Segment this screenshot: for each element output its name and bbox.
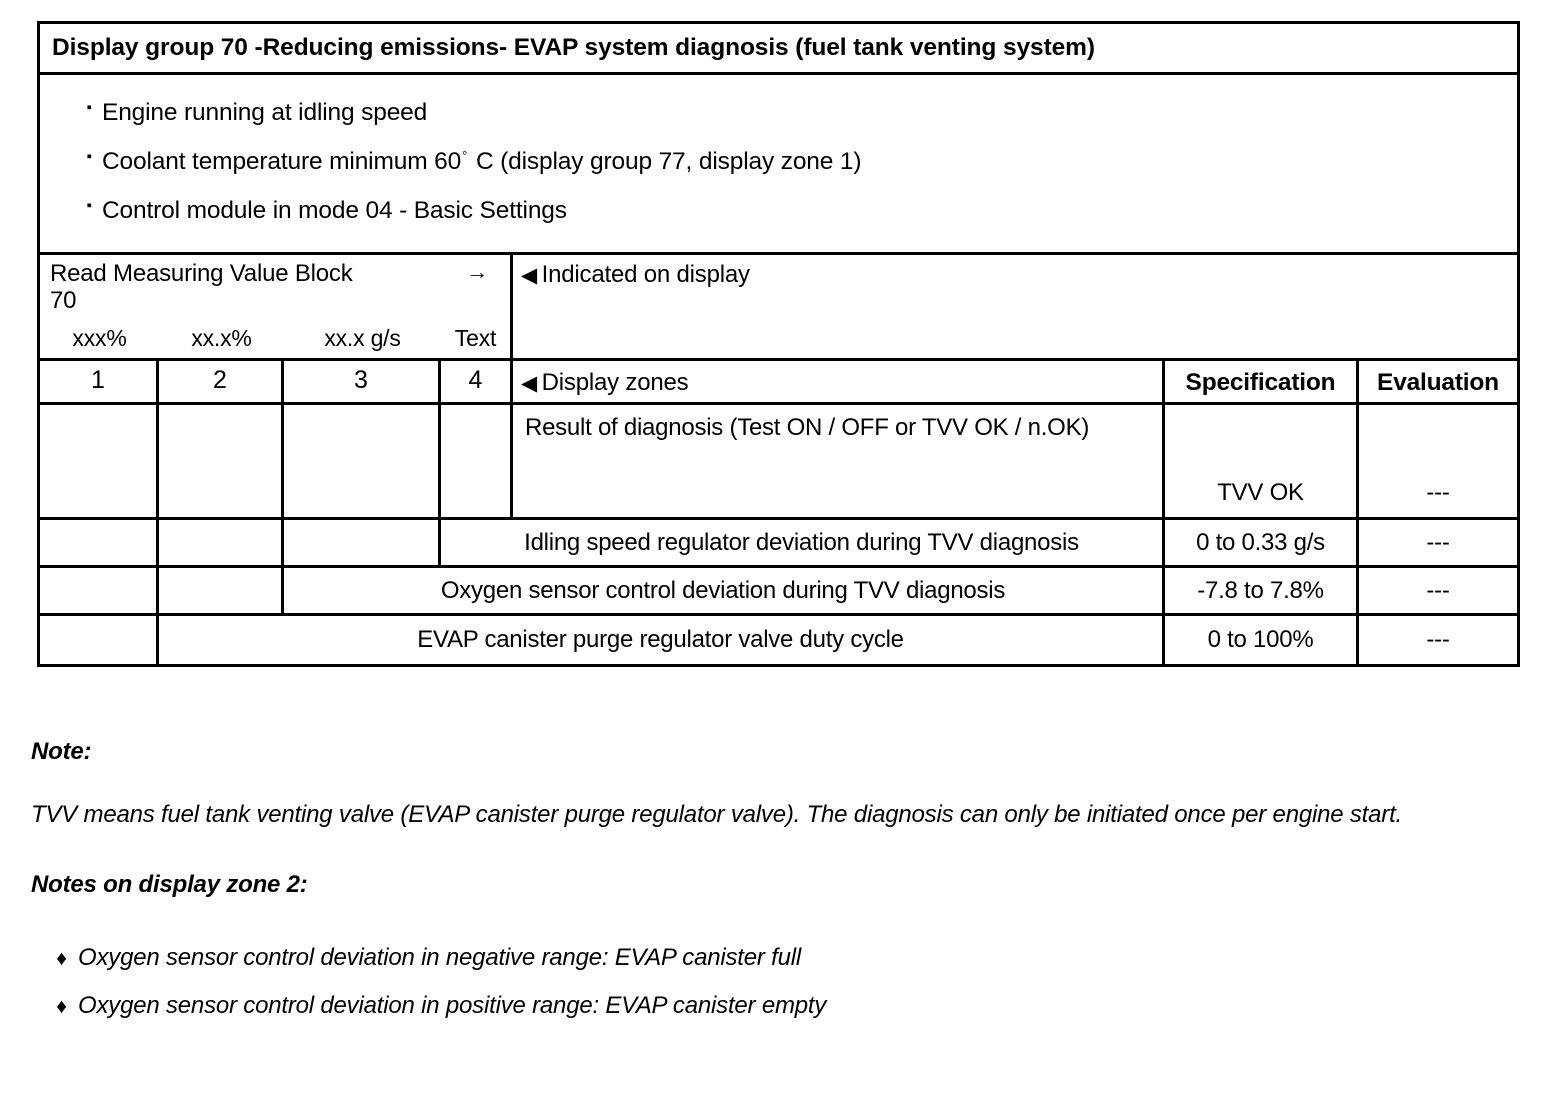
- list-item: ♦ Oxygen sensor control deviation in neg…: [31, 935, 1491, 983]
- measuring-value-header: Read Measuring Value Block → 70 xxx% xx.…: [40, 255, 1517, 362]
- column-header-specification: Specification: [1165, 361, 1359, 403]
- table-row: Oxygen sensor control deviation during T…: [40, 568, 1517, 617]
- measuring-block-left: Read Measuring Value Block → 70 xxx% xx.…: [40, 255, 513, 359]
- table-row: Idling speed regulator deviation during …: [40, 520, 1517, 569]
- row3-pad-2: [159, 568, 284, 614]
- row4-pad-1: [40, 616, 159, 665]
- zone-number-3: 3: [284, 361, 441, 403]
- square-bullet-icon: ▪: [86, 197, 92, 214]
- note-heading: Note:: [31, 738, 92, 765]
- row3-pad-1: [40, 568, 159, 614]
- square-bullet-icon: ▪: [86, 148, 92, 165]
- row2-pad-1: [40, 520, 159, 566]
- precondition-text: Engine running at idling speed: [102, 99, 428, 126]
- row3-evaluation: ---: [1426, 576, 1450, 604]
- row2-specification: 0 to 0.33 g/s: [1165, 520, 1359, 566]
- measuring-block-group: 70: [50, 287, 77, 314]
- list-item: ▪ Engine running at idling speed: [40, 89, 1517, 138]
- display-zones-label: Display zones: [541, 369, 689, 397]
- zone-number-4: 4: [441, 361, 513, 403]
- row4-description: EVAP canister purge regulator valve duty…: [159, 616, 1165, 665]
- note-bullet-text: Oxygen sensor control deviation in posit…: [78, 992, 827, 1020]
- diamond-bullet-icon: ♦: [56, 995, 67, 1019]
- row4-evaluation: ---: [1426, 626, 1450, 654]
- measuring-block-title-row: Read Measuring Value Block →: [40, 255, 510, 288]
- row2-pad-2: [159, 520, 284, 566]
- list-item: ♦ Oxygen sensor control deviation in pos…: [31, 983, 1491, 1031]
- row1-description: Result of diagnosis (Test ON / OFF or TV…: [513, 405, 1165, 518]
- note-bullet-text: Oxygen sensor control deviation in negat…: [78, 944, 802, 972]
- row1-pad-3: [284, 405, 441, 518]
- left-triangle-icon: ◀: [521, 372, 537, 396]
- right-arrow-icon: →: [466, 259, 488, 284]
- note-bullet-list: ♦ Oxygen sensor control deviation in neg…: [31, 935, 1491, 1031]
- note-heading-zone2: Notes on display zone 2:: [31, 871, 308, 899]
- page-title: Display group 70 -Reducing emissions- EV…: [40, 24, 1517, 75]
- row1-pad-4: [441, 405, 513, 518]
- notes-section: Note: TVV means fuel tank venting valve …: [31, 738, 1491, 1031]
- row2-evaluation: ---: [1426, 528, 1450, 556]
- precondition-text: Coolant temperature minimum 60° C (displ…: [102, 148, 862, 175]
- display-zones-header: 1 2 3 4 ◀Display zones Specification Eva…: [40, 361, 1517, 406]
- indicated-on-display-label: Indicated on display: [541, 261, 750, 288]
- list-item: ▪ Coolant temperature minimum 60° C (dis…: [40, 138, 1517, 187]
- row4-specification: 0 to 100%: [1165, 616, 1359, 665]
- row1-pad-2: [159, 405, 284, 518]
- row3-description: Oxygen sensor control deviation during T…: [284, 568, 1165, 614]
- row1-evaluation: ---: [1426, 479, 1450, 507]
- degree-symbol: °: [462, 148, 468, 163]
- note-body: TVV means fuel tank venting valve (EVAP …: [31, 801, 1403, 828]
- diagnosis-table: Display group 70 -Reducing emissions- EV…: [37, 21, 1520, 668]
- list-item: ▪ Control module in mode 04 - Basic Sett…: [40, 187, 1517, 236]
- row1-specification: TVV OK: [1165, 405, 1359, 518]
- unit-label-2: xx.x%: [191, 325, 252, 352]
- row3-specification: -7.8 to 7.8%: [1165, 568, 1359, 614]
- table-row: EVAP canister purge regulator valve duty…: [40, 616, 1517, 665]
- unit-label-3: xx.x g/s: [324, 325, 401, 352]
- measuring-block-units: xxx% xx.x% xx.x g/s Text: [40, 313, 510, 358]
- zone-number-1: 1: [40, 361, 159, 403]
- row2-pad-3: [284, 520, 441, 566]
- diamond-bullet-icon: ♦: [56, 947, 67, 971]
- measuring-block-title: Read Measuring Value Block: [50, 260, 353, 287]
- row1-pad-1: [40, 405, 159, 518]
- preconditions-list: ▪ Engine running at idling speed ▪ Coola…: [40, 75, 1517, 255]
- square-bullet-icon: ▪: [86, 99, 92, 116]
- indicated-on-display-row: ◀Indicated on display: [513, 255, 1517, 358]
- display-zones-label-cell: ◀Display zones: [513, 361, 1165, 403]
- column-header-evaluation: Evaluation: [1377, 369, 1499, 397]
- zone-number-2: 2: [159, 361, 284, 403]
- unit-label-4: Text: [454, 325, 497, 352]
- table-row: Result of diagnosis (Test ON / OFF or TV…: [40, 405, 1517, 521]
- row2-description: Idling speed regulator deviation during …: [441, 520, 1165, 566]
- left-triangle-icon: ◀: [521, 264, 537, 287]
- unit-label-1: xxx%: [72, 325, 127, 352]
- precondition-text: Control module in mode 04 - Basic Settin…: [102, 197, 567, 224]
